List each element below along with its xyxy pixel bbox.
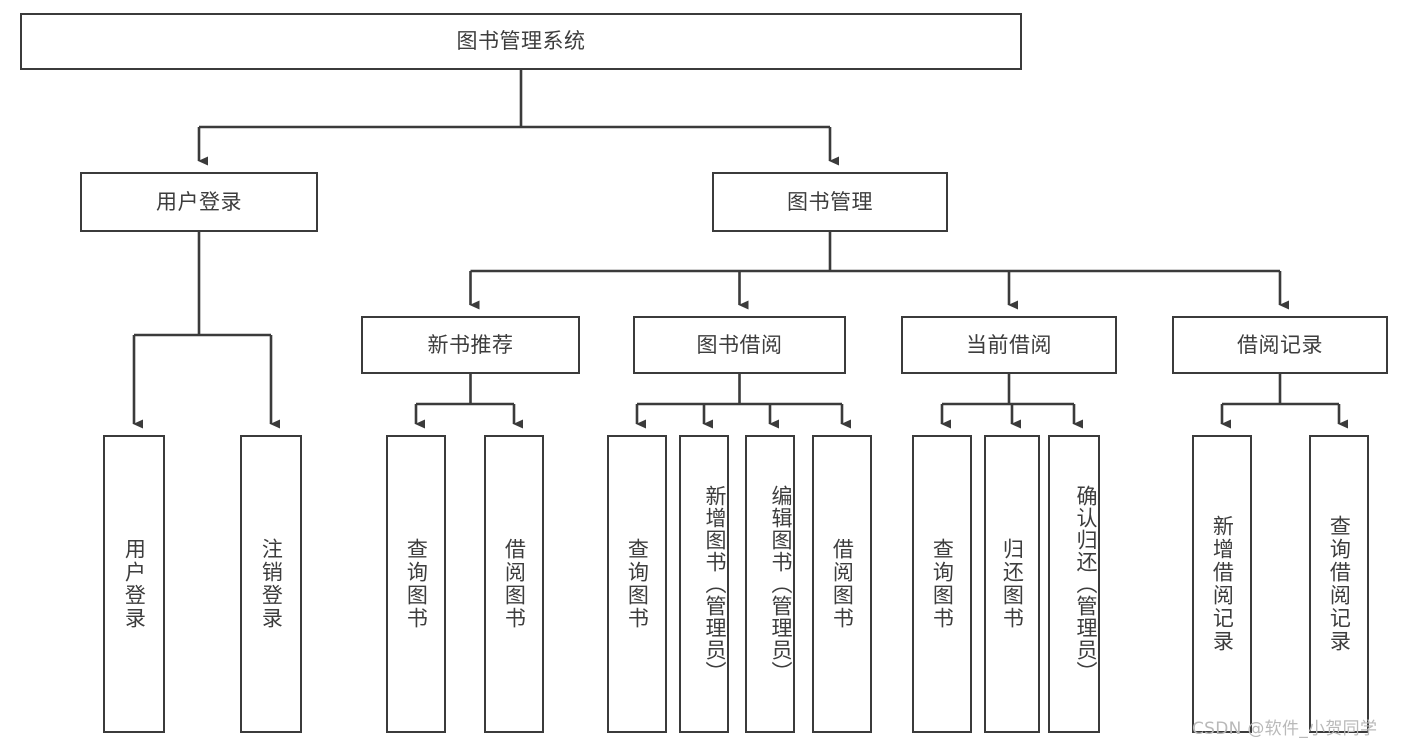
- node-label: 用户登录: [122, 538, 147, 630]
- node-book-borrow[interactable]: 图书借阅: [633, 316, 846, 374]
- node-leaf-query-book-2[interactable]: 查询图书: [607, 435, 667, 733]
- node-leaf-query-record[interactable]: 查询借阅记录: [1309, 435, 1369, 733]
- node-label: 用户登录: [156, 189, 242, 214]
- node-borrow-record[interactable]: 借阅记录: [1172, 316, 1388, 374]
- node-label: 新书推荐: [427, 332, 514, 357]
- node-label: 查询图书: [930, 538, 955, 630]
- node-label: 图书管理: [787, 189, 873, 214]
- node-label: 当前借阅: [966, 332, 1052, 357]
- node-label: 注销登录: [259, 538, 284, 630]
- node-leaf-user-login[interactable]: 用户登录: [103, 435, 165, 733]
- node-label: 查询图书: [625, 538, 650, 630]
- node-root[interactable]: 图书管理系统: [20, 13, 1022, 70]
- node-leaf-return-book[interactable]: 归还图书: [984, 435, 1040, 733]
- node-leaf-user-logout[interactable]: 注销登录: [240, 435, 302, 733]
- node-label: 新增图书（管理员）: [703, 485, 727, 683]
- node-leaf-borrow-book-1[interactable]: 借阅图书: [484, 435, 544, 733]
- node-user-login[interactable]: 用户登录: [80, 172, 318, 232]
- node-leaf-edit-book[interactable]: 编辑图书（管理员）: [745, 435, 795, 733]
- node-leaf-confirm-return[interactable]: 确认归还（管理员）: [1048, 435, 1100, 733]
- node-label: 借阅图书: [830, 538, 855, 630]
- node-leaf-query-book-3[interactable]: 查询图书: [912, 435, 972, 733]
- node-label: 查询图书: [404, 538, 429, 630]
- node-leaf-borrow-book-2[interactable]: 借阅图书: [812, 435, 872, 733]
- node-label: 图书借阅: [696, 332, 783, 357]
- node-book-manage[interactable]: 图书管理: [712, 172, 948, 232]
- node-current-borrow[interactable]: 当前借阅: [901, 316, 1117, 374]
- node-label: 图书管理系统: [456, 29, 586, 54]
- node-label: 新增借阅记录: [1210, 515, 1235, 653]
- node-label: 借阅记录: [1237, 332, 1323, 357]
- node-leaf-query-book-1[interactable]: 查询图书: [386, 435, 446, 733]
- node-leaf-add-book[interactable]: 新增图书（管理员）: [679, 435, 729, 733]
- node-label: 确认归还（管理员）: [1074, 485, 1098, 683]
- node-label: 借阅图书: [502, 538, 527, 630]
- node-new-book-rec[interactable]: 新书推荐: [361, 316, 580, 374]
- node-label: 编辑图书（管理员）: [769, 485, 793, 683]
- node-leaf-add-record[interactable]: 新增借阅记录: [1192, 435, 1252, 733]
- csdn-watermark: CSDN @软件_小贺同学: [1192, 719, 1378, 739]
- node-label: 归还图书: [1000, 538, 1025, 630]
- node-label: 查询借阅记录: [1327, 515, 1352, 653]
